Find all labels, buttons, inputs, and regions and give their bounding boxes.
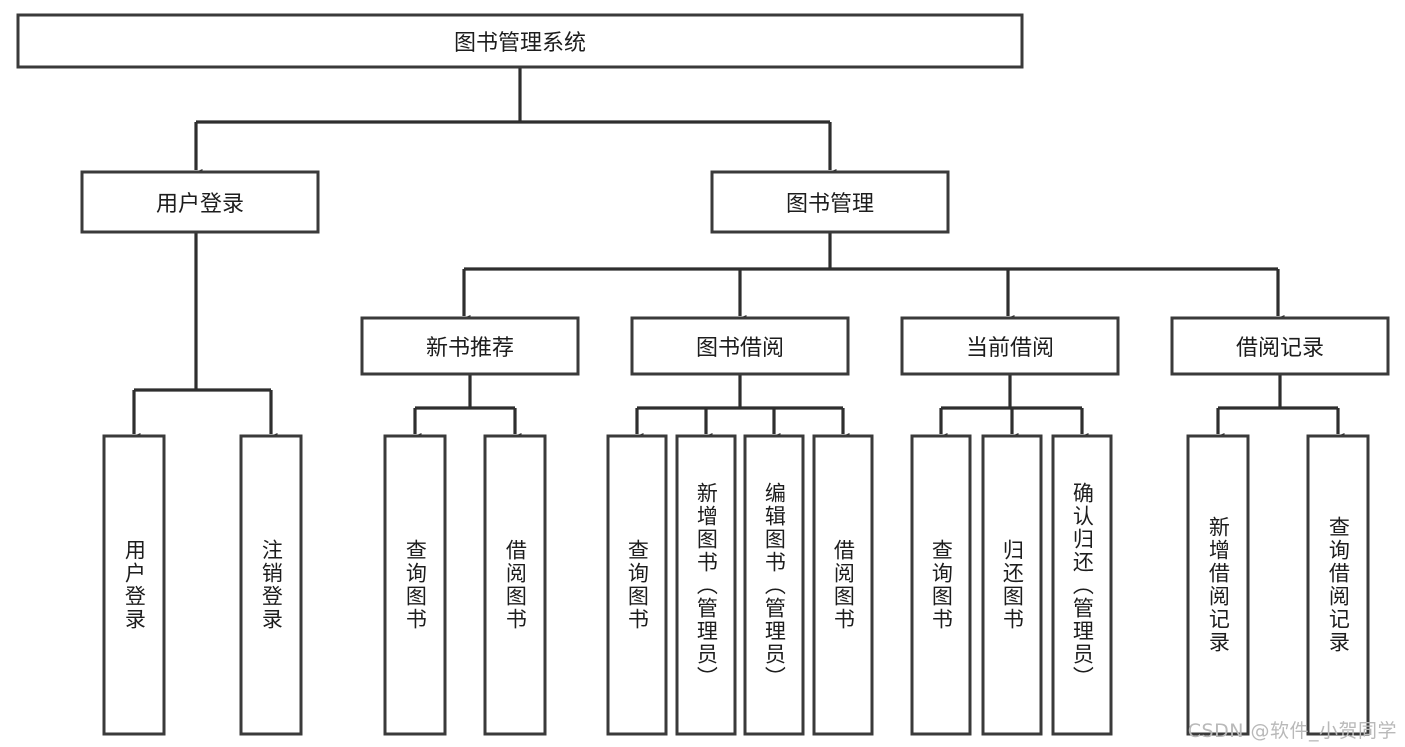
node-box-root[interactable] — [16, 13, 1024, 69]
connector-lines — [127, 67, 1345, 444]
node-box-current-borrow[interactable] — [900, 316, 1120, 376]
node-box-borrow-record[interactable] — [1170, 316, 1390, 376]
node-box-cb-query-book[interactable] — [910, 434, 972, 736]
node-box-book-borrow[interactable] — [630, 316, 850, 376]
node-box-new-book-recommend[interactable] — [360, 316, 580, 376]
node-box-nbr-query-book[interactable] — [383, 434, 447, 736]
node-box-bb-borrow-book[interactable] — [812, 434, 874, 736]
node-box-cb-confirm-return[interactable] — [1051, 434, 1113, 736]
node-boxes — [16, 13, 1390, 736]
node-box-cb-return-book[interactable] — [981, 434, 1043, 736]
node-box-br-query-record[interactable] — [1306, 434, 1370, 736]
node-box-nbr-borrow-book[interactable] — [483, 434, 547, 736]
node-box-leaf-logout[interactable] — [239, 434, 303, 736]
node-box-user-login[interactable] — [80, 170, 320, 234]
node-box-br-add-record[interactable] — [1186, 434, 1250, 736]
node-box-bb-edit-book[interactable] — [743, 434, 805, 736]
node-box-book-management[interactable] — [710, 170, 950, 234]
node-box-bb-query-book[interactable] — [606, 434, 668, 736]
csdn-watermark: CSDN @软件_小贺同学 — [1187, 720, 1397, 742]
node-box-bb-add-book[interactable] — [675, 434, 737, 736]
node-box-leaf-user-login[interactable] — [102, 434, 166, 736]
